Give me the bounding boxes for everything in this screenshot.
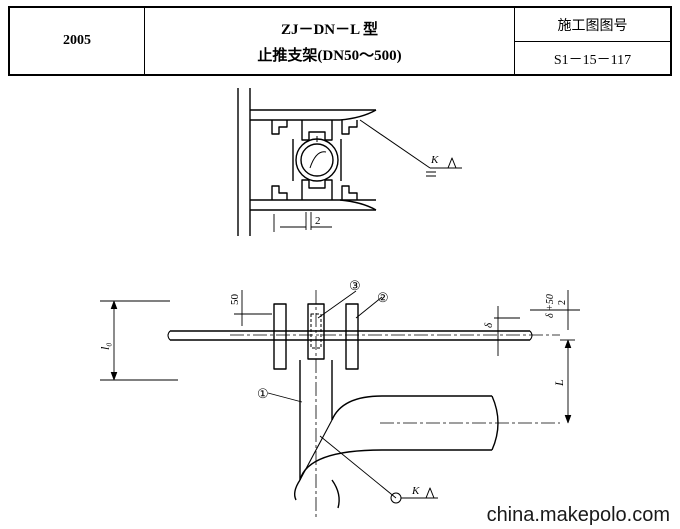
- year-text: 2005: [63, 33, 91, 48]
- drawing-code-cell: 施工图图号 S1－15－117: [515, 8, 670, 74]
- top-gap-dim: 2: [315, 215, 321, 227]
- dim-delta50-den: 2: [557, 300, 568, 305]
- dim-delta-label: δ: [483, 322, 495, 328]
- drawing-code-label: 施工图图号: [515, 8, 670, 42]
- year-cell: 2005: [10, 8, 145, 74]
- callout-2: ②: [377, 290, 389, 305]
- callout-1: ①: [257, 386, 269, 401]
- drawing-name-cell: ZJ－DN－L 型 止推支架(DN50～500): [145, 8, 515, 74]
- watermark: china.makepolo.com: [484, 504, 672, 527]
- side-weld-symbol: K: [411, 485, 420, 497]
- drawing-name-line1: ZJ－DN－L 型: [280, 22, 379, 38]
- side-view: [100, 290, 580, 520]
- dim-L-label: L: [552, 379, 566, 387]
- drawing-code-value: S1－15－117: [553, 52, 632, 68]
- dim-l0-label: l₀: [98, 342, 112, 350]
- drawing-name-line2: 止推支架(DN50～500): [257, 48, 402, 64]
- dim-delta50-label: δ +50: [545, 294, 556, 318]
- top-view: [237, 88, 462, 236]
- dim-50-label: 50: [229, 294, 241, 306]
- top-weld-symbol: K: [430, 154, 439, 166]
- callout-3: ③: [349, 278, 361, 293]
- title-block: 2005 ZJ－DN－L 型 止推支架(DN50～500) 施工图图号 S1－1…: [8, 6, 672, 76]
